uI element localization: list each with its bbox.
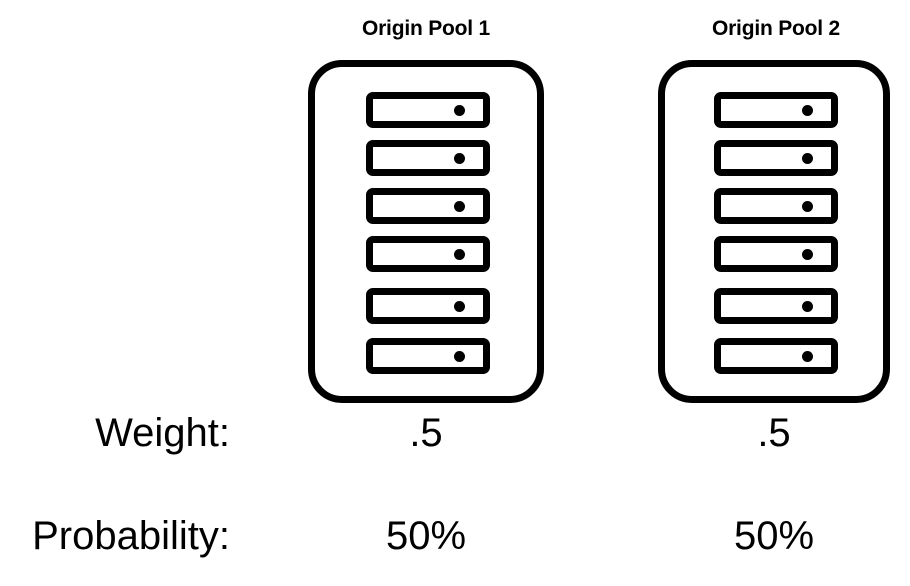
weight-row: Weight: .5 .5 [0, 405, 910, 461]
server-status-led-icon [453, 200, 465, 212]
server-icon [366, 236, 490, 272]
weight-row-label: Weight: [95, 411, 230, 455]
server-icon [714, 92, 838, 128]
origin-pool-2-group: Origin Pool 2 [658, 0, 894, 410]
server-status-led-icon [801, 300, 813, 312]
server-icon [366, 140, 490, 176]
server-icon [714, 338, 838, 374]
origin-pool-1-group: Origin Pool 1 [308, 0, 544, 410]
origin-pool-1-title: Origin Pool 1 [361, 17, 491, 40]
origin-pool-2-probability-value: 50% [733, 514, 815, 558]
server-icon [714, 236, 838, 272]
server-icon [714, 140, 838, 176]
server-status-led-icon [453, 300, 465, 312]
server-status-led-icon [801, 200, 813, 212]
origin-pool-1-probability-value: 50% [385, 514, 467, 558]
server-icon [366, 188, 490, 224]
server-icon [366, 338, 490, 374]
server-status-led-icon [801, 350, 813, 362]
server-status-led-icon [801, 104, 813, 116]
server-status-led-icon [453, 248, 465, 260]
server-icon [714, 288, 838, 324]
server-icon [366, 288, 490, 324]
server-status-led-icon [453, 152, 465, 164]
server-status-led-icon [801, 248, 813, 260]
origin-pool-2-title: Origin Pool 2 [711, 17, 841, 40]
origin-pool-2-server-stack [714, 92, 838, 376]
server-icon [366, 92, 490, 128]
server-status-led-icon [801, 152, 813, 164]
probability-row: Probability: 50% 50% [0, 508, 910, 564]
origin-pool-1-server-stack [366, 92, 490, 376]
server-status-led-icon [453, 104, 465, 116]
server-status-led-icon [453, 350, 465, 362]
origin-pool-1-weight-value: .5 [409, 411, 443, 455]
probability-row-label: Probability: [32, 514, 230, 558]
origin-pool-2-weight-value: .5 [757, 411, 791, 455]
server-icon [714, 188, 838, 224]
